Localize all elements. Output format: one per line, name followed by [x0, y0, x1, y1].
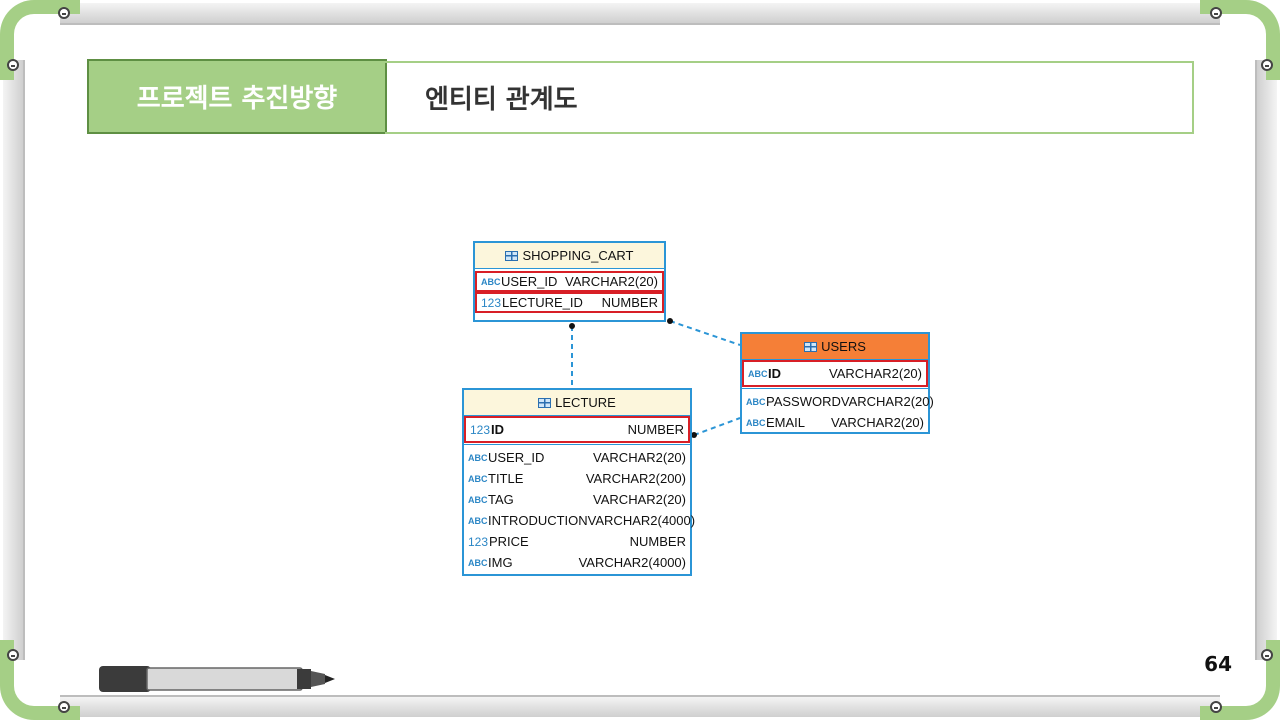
section-label: 프로젝트 추진방향: [87, 59, 387, 134]
column-type: VARCHAR2(20): [593, 450, 686, 465]
table-users[interactable]: USERS ABC ID VARCHAR2(20) ABC PASSWORD V…: [740, 332, 934, 434]
table-icon: [538, 397, 552, 408]
column-type: VARCHAR2(20): [831, 415, 924, 430]
table-shopping-cart[interactable]: SHOPPING_CART ABC USER_ID VARCHAR2(20) 1…: [473, 241, 666, 322]
table-name: SHOPPING_CART: [522, 248, 634, 263]
column-row[interactable]: 123 PRICE NUMBER: [464, 531, 690, 552]
relation-lecture-users: [693, 417, 741, 436]
screw-icon: [1210, 701, 1222, 713]
column-type: VARCHAR2(20): [565, 274, 658, 289]
marker-icon: [99, 666, 335, 692]
column-name: ID: [491, 422, 504, 437]
relation-endpoint: [569, 323, 575, 329]
column-type: VARCHAR2(4000): [587, 513, 696, 528]
table-header: USERS: [742, 334, 928, 360]
column-type: NUMBER: [601, 295, 658, 310]
column-name: PASSWORD: [766, 394, 841, 409]
text-type-icon: ABC: [468, 494, 488, 505]
relation-endpoint: [667, 318, 673, 324]
screw-icon: [7, 649, 19, 661]
column-row[interactable]: 123 LECTURE_ID NUMBER: [475, 292, 664, 313]
column-name: LECTURE_ID: [502, 295, 583, 310]
column-row[interactable]: ABC PASSWORD VARCHAR2(20): [742, 391, 934, 412]
text-type-icon: ABC: [468, 452, 488, 463]
column-row[interactable]: ABC EMAIL VARCHAR2(20): [742, 412, 928, 433]
table-icon: [505, 250, 519, 261]
screw-icon: [7, 59, 19, 71]
page-title: 엔티티 관계도: [385, 61, 1194, 134]
column-row[interactable]: ABC INTRODUCTION VARCHAR2(4000): [464, 510, 695, 531]
screw-icon: [1261, 649, 1273, 661]
column-name: EMAIL: [766, 415, 806, 430]
column-type: VARCHAR2(20): [829, 366, 922, 381]
screw-icon: [58, 7, 70, 19]
table-name: USERS: [821, 339, 866, 354]
column-name: TITLE: [488, 471, 524, 486]
table-name: LECTURE: [555, 395, 616, 410]
column-row[interactable]: 123 ID NUMBER: [464, 416, 690, 443]
column-row[interactable]: ABC TITLE VARCHAR2(200): [464, 468, 690, 489]
column-name: ID: [768, 366, 781, 381]
column-row[interactable]: ABC IMG VARCHAR2(4000): [464, 552, 690, 573]
relation-cart-users: [669, 320, 741, 346]
table-lecture[interactable]: LECTURE 123 ID NUMBER ABC USER_ID VARCHA…: [462, 388, 695, 576]
text-type-icon: ABC: [468, 515, 488, 526]
table-icon: [804, 341, 818, 352]
column-type: NUMBER: [627, 422, 684, 437]
screw-icon: [58, 701, 70, 713]
page-number: 64: [1204, 652, 1232, 676]
table-header: LECTURE: [464, 390, 690, 416]
column-name: USER_ID: [501, 274, 558, 289]
column-type: VARCHAR2(200): [585, 471, 686, 486]
board-frame-left: [3, 60, 25, 660]
text-type-icon: ABC: [468, 557, 488, 568]
text-type-icon: ABC: [468, 473, 488, 484]
column-row[interactable]: ABC TAG VARCHAR2(20): [464, 489, 690, 510]
table-header: SHOPPING_CART: [475, 243, 664, 269]
column-name: PRICE: [489, 534, 529, 549]
column-row[interactable]: ABC ID VARCHAR2(20): [742, 360, 928, 387]
board-frame-bottom: [60, 695, 1220, 717]
text-type-icon: ABC: [746, 417, 766, 428]
board-frame-top: [60, 3, 1220, 25]
board-frame-right: [1255, 60, 1277, 660]
column-type: VARCHAR2(4000): [578, 555, 686, 570]
screw-icon: [1261, 59, 1273, 71]
column-type: NUMBER: [629, 534, 686, 549]
column-name: INTRODUCTION: [488, 513, 588, 528]
number-type-icon: 123: [470, 422, 491, 437]
text-type-icon: ABC: [481, 276, 501, 287]
column-name: IMG: [488, 555, 513, 570]
column-row[interactable]: ABC USER_ID VARCHAR2(20): [475, 271, 664, 292]
text-type-icon: ABC: [748, 368, 768, 379]
number-type-icon: 123: [481, 295, 502, 310]
number-type-icon: 123: [468, 534, 489, 549]
column-type: VARCHAR2(20): [593, 492, 686, 507]
screw-icon: [1210, 7, 1222, 19]
column-row[interactable]: ABC USER_ID VARCHAR2(20): [464, 447, 690, 468]
text-type-icon: ABC: [746, 396, 766, 407]
column-name: USER_ID: [488, 450, 545, 465]
column-type: VARCHAR2(20): [840, 394, 934, 409]
column-name: TAG: [488, 492, 514, 507]
